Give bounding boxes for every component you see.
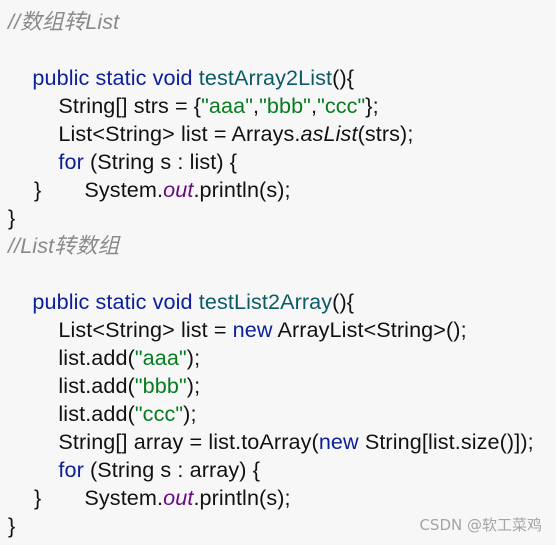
code-text: (String s : list) { [83,149,238,174]
code-text: list.add( [58,401,135,426]
add-aaa-line: list.add("aaa"); [34,316,200,370]
list-declaration: List<String> list = new ArrayList<String… [34,288,467,342]
string-literal: "bbb" [259,93,311,118]
signature-punctuation: (){ [332,289,355,314]
code-text: .println(s); [193,485,291,510]
keyword-new: new [318,429,359,454]
closing-brace-loop: } [34,177,42,202]
signature-punctuation: (){ [332,65,355,90]
add-ccc-line: list.add("ccc"); [34,372,197,426]
code-text: List<String> list = [58,317,233,342]
string-literal: "aaa" [134,345,187,370]
closing-brace-method: } [8,205,16,230]
method-signature-testList2Array: public static void testList2Array(){ [8,260,354,314]
code-text: String[list.size()]); [358,429,534,454]
closing-brace-loop: } [34,485,42,510]
string-literal: "ccc" [134,401,184,426]
code-block: //数组转List public static void testArray2L… [8,8,548,538]
to-array-line: String[] array = list.toArray(new String… [34,400,534,454]
code-text: System. [84,485,164,510]
modifier-keywords: public static void [32,65,199,90]
code-text: (String s : array) { [83,457,261,482]
method-signature-testArray2List: public static void testArray2List(){ [8,36,354,90]
for-loop-line: for (String s : list) { [34,120,237,174]
code-text: System. [84,177,164,202]
csdn-watermark: CSDN @软工菜鸡 [419,516,542,534]
list-conversion-line: List<String> list = Arrays.asList(strs); [34,92,413,146]
comment-list-to-array: //List转数组 [8,233,120,258]
print-line: System.out.println(s); [60,148,291,202]
code-text: ArrayList<String>(); [272,317,467,342]
code-text: list.add( [58,345,135,370]
keyword-for: for [58,457,84,482]
code-text: .println(s); [193,177,291,202]
code-text: String[] strs = { [58,93,202,118]
method-name: testList2Array [198,289,333,314]
method-name: testArray2List [198,65,333,90]
keyword-for: for [58,149,84,174]
code-text: list.add( [58,373,135,398]
code-text: , [252,93,260,118]
closing-brace-method: } [8,513,16,538]
code-text: ); [183,401,197,426]
code-text: String[] array = list.toArray( [58,429,319,454]
code-text: (strs); [357,121,414,146]
array-declaration: String[] strs = {"aaa","bbb","ccc"}; [34,64,379,118]
method-call-italic: asList [300,121,358,146]
comment-array-to-list: //数组转List [8,9,120,34]
field-out: out [163,485,194,510]
code-text: List<String> list = Arrays. [58,121,301,146]
code-text: , [310,93,318,118]
code-text: ); [186,373,201,398]
string-literal: "bbb" [134,373,187,398]
keyword-new: new [232,317,273,342]
field-out: out [163,177,194,202]
print-line: System.out.println(s); [60,456,291,510]
string-literal: "aaa" [201,93,253,118]
for-loop-line: for (String s : array) { [34,428,260,482]
string-literal: "ccc" [317,93,366,118]
code-text: ); [186,345,201,370]
code-text: }; [365,93,379,118]
add-bbb-line: list.add("bbb"); [34,344,200,398]
modifier-keywords: public static void [32,289,199,314]
